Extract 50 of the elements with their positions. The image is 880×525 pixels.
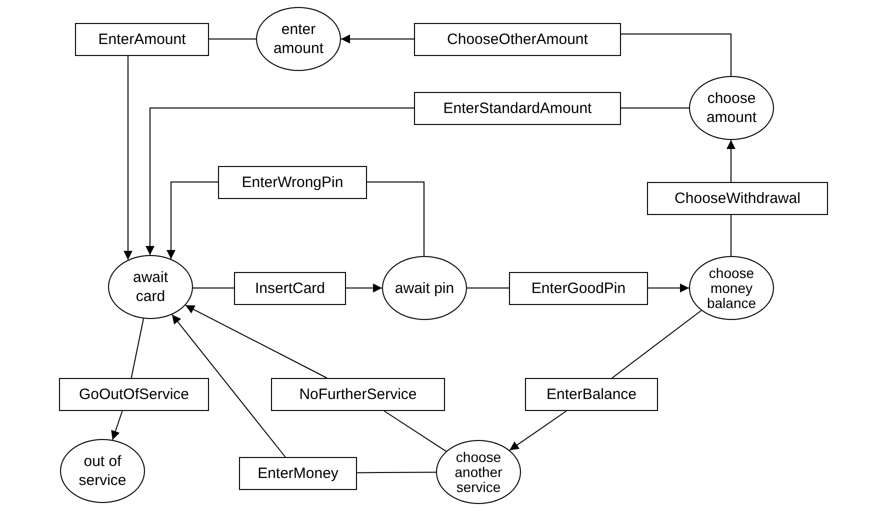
transition-label: EnterStandardAmount — [443, 100, 592, 117]
transition-label: EnterMoney — [258, 465, 338, 482]
arrow — [111, 410, 123, 440]
state-label: choose another service — [454, 450, 504, 494]
transition-label: EnterBalance — [546, 386, 637, 403]
state-ellipse — [436, 440, 521, 504]
connector-line — [730, 214, 732, 256]
arrow — [172, 314, 286, 458]
arrow — [346, 284, 382, 292]
connector-line — [384, 410, 447, 452]
arrow — [509, 410, 567, 451]
transition-label: ChooseOtherAmount — [447, 31, 588, 48]
transition-box — [647, 182, 828, 215]
connector-line — [366, 182, 424, 256]
transition-box — [509, 272, 648, 305]
state-label: out of service — [78, 452, 128, 490]
transition-box — [59, 378, 209, 411]
transition-box — [75, 23, 209, 56]
connector-line — [130, 318, 144, 378]
transition-label: EnterAmount — [98, 31, 186, 48]
connector-line — [356, 472, 436, 474]
state-label: await card — [132, 268, 170, 306]
transition-box — [239, 457, 357, 490]
transition-box — [414, 92, 621, 125]
transition-label: ChooseWithdrawal — [674, 190, 800, 207]
transition-box — [218, 166, 367, 199]
connector-line — [612, 310, 702, 378]
transition-box — [271, 378, 445, 411]
arrow — [124, 56, 132, 260]
transition-label: EnterGoodPin — [531, 280, 626, 297]
transition-label: GoOutOfService — [78, 386, 190, 403]
arrow — [146, 108, 414, 256]
transition-label: InsertCard — [254, 280, 326, 297]
transition-box — [414, 23, 621, 56]
arrow — [166, 182, 218, 260]
transition-label: NoFurtherService — [299, 386, 417, 403]
arrow — [184, 304, 328, 378]
transition-label: EnterWrongPin — [242, 174, 344, 191]
state-label: await pin — [394, 278, 456, 298]
state-ellipse — [108, 255, 193, 319]
connector-line — [208, 38, 256, 40]
state-label: enter amount — [272, 20, 325, 58]
connector-line — [620, 34, 732, 76]
arrow — [648, 284, 690, 292]
arrow — [340, 34, 414, 44]
transition-box — [525, 378, 658, 411]
transition-box — [234, 272, 346, 305]
state-label: choose money balance — [706, 266, 758, 310]
state-label: choose amount — [705, 89, 758, 127]
arrow — [726, 140, 736, 182]
